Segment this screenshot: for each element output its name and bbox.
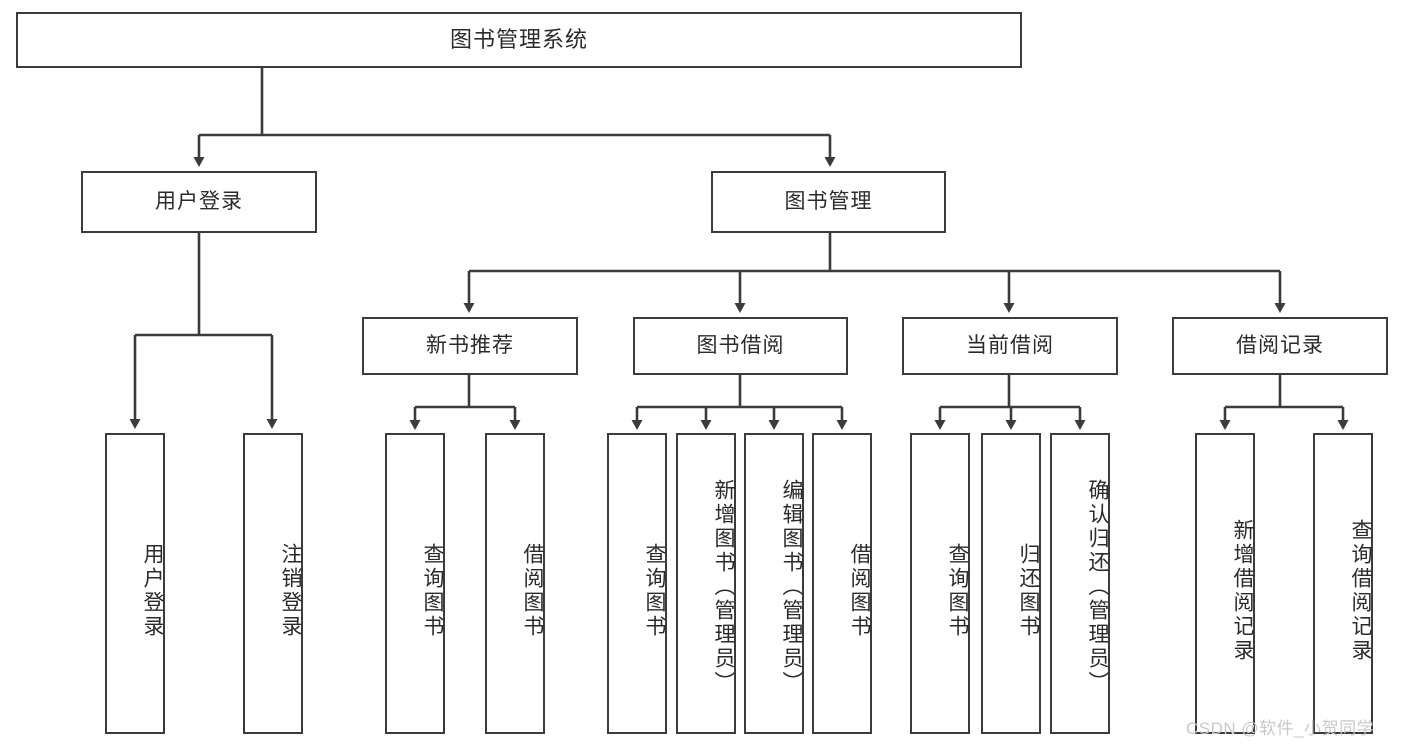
leaf-confirm-return-admin[interactable]: 确认归还（管理员） (1050, 433, 1110, 734)
leaf-add-borrow-record[interactable]: 新增借阅记录 (1195, 433, 1255, 734)
leaf-add-book-admin[interactable]: 新增图书（管理员） (676, 433, 736, 734)
leaf-query-book-current[interactable]: 查询图书 (910, 433, 970, 734)
leaf-query-book-new[interactable]: 查询图书 (385, 433, 445, 734)
leaf-query-book-borrow[interactable]: 查询图书 (607, 433, 667, 734)
leaf-logout-login[interactable]: 注销登录 (243, 433, 303, 734)
node-book-management[interactable]: 图书管理 (711, 171, 946, 233)
node-new-book-recommendation[interactable]: 新书推荐 (362, 317, 578, 375)
leaf-user-login[interactable]: 用户登录 (105, 433, 165, 734)
node-root-book-management-system[interactable]: 图书管理系统 (16, 12, 1022, 68)
leaf-borrow-book[interactable]: 借阅图书 (812, 433, 872, 734)
leaf-borrow-book-new[interactable]: 借阅图书 (485, 433, 545, 734)
csdn-watermark: CSDN @软件_小贺同学 (1186, 719, 1375, 738)
leaf-query-borrow-record[interactable]: 查询借阅记录 (1313, 433, 1373, 734)
node-borrow-record[interactable]: 借阅记录 (1172, 317, 1388, 375)
leaf-return-book[interactable]: 归还图书 (981, 433, 1041, 734)
node-current-borrow[interactable]: 当前借阅 (902, 317, 1118, 375)
node-book-borrow[interactable]: 图书借阅 (633, 317, 848, 375)
node-user-login[interactable]: 用户登录 (81, 171, 317, 233)
leaf-edit-book-admin[interactable]: 编辑图书（管理员） (744, 433, 804, 734)
